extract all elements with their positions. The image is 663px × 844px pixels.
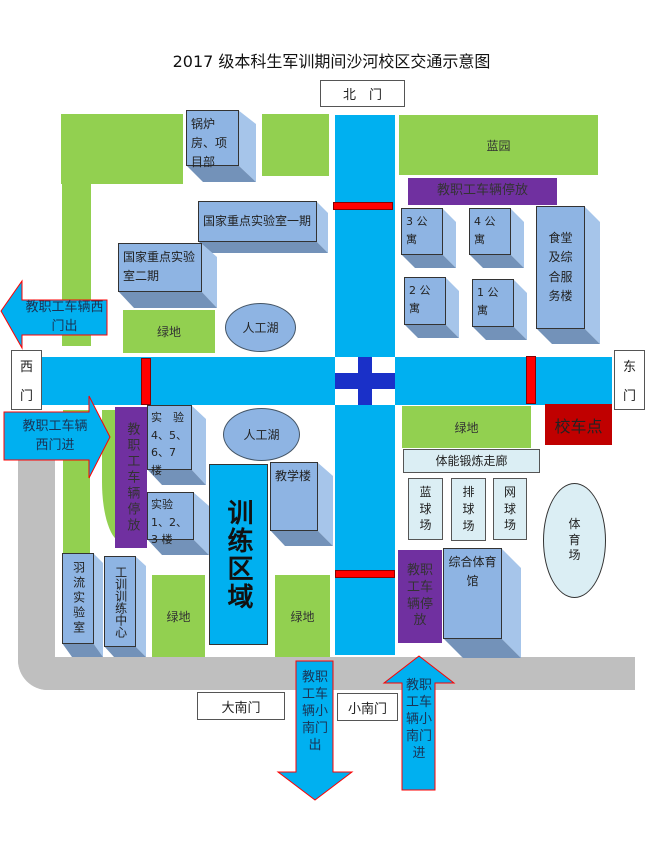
basketball-court: 蓝球场 bbox=[408, 478, 443, 540]
parking-west: 教职工车辆停放 bbox=[115, 407, 147, 548]
training-center-label: 工训训练中心 bbox=[104, 556, 136, 647]
barrier-north bbox=[333, 202, 393, 210]
green-area: 绿地 bbox=[402, 406, 531, 448]
apartment-1-label: 1 公寓 bbox=[472, 279, 514, 327]
apartment-4-label: 4 公寓 bbox=[469, 208, 511, 255]
west-exit-label: 教职工车辆西门出 bbox=[25, 300, 104, 334]
parking-south: 教职工车辆停放 bbox=[398, 550, 442, 643]
perimeter-road-west bbox=[18, 425, 55, 690]
apartment-3-label: 3 公寓 bbox=[401, 208, 443, 255]
apartment-2: 2 公寓 bbox=[404, 277, 459, 338]
south-exit-label: 教职工车辆小南门出 bbox=[301, 670, 328, 753]
tennis-court: 网球场 bbox=[493, 478, 527, 540]
gymnasium-label: 综合体育馆 bbox=[443, 548, 502, 639]
badminton-lab-building: 羽流实验室 bbox=[62, 553, 103, 657]
volleyball-court: 排球场 bbox=[451, 478, 486, 541]
training-center-building: 工训训练中心 bbox=[104, 556, 146, 657]
teaching-label: 教学楼 bbox=[270, 462, 318, 531]
apartment-2-label: 2 公寓 bbox=[404, 277, 446, 325]
badminton-lab-label: 羽流实验室 bbox=[62, 553, 94, 644]
green-area bbox=[262, 114, 329, 176]
east-gate-label: 东 bbox=[622, 360, 636, 375]
lab-123-label: 实验 1、2、3 楼 bbox=[147, 492, 194, 546]
west-gate: 西门 bbox=[11, 350, 42, 410]
west-exit-arrow bbox=[0, 279, 108, 350]
lab-4567-building: 实 验 4、5、6、7 楼 bbox=[147, 405, 206, 485]
lab-4567-label: 实 验 4、5、6、7 楼 bbox=[147, 405, 192, 477]
lab-phase1-building: 国家重点实验室一期 bbox=[198, 201, 328, 253]
stadium: 体育场 bbox=[543, 483, 606, 598]
lanyuan: 蓝园 bbox=[399, 115, 598, 175]
west-entry-label: 教职工车辆西门进 bbox=[22, 419, 88, 453]
gymnasium-building: 综合体育馆 bbox=[443, 548, 521, 658]
fitness-corridor: 体能锻炼走廊 bbox=[403, 449, 540, 473]
south-entry-arrow bbox=[382, 655, 456, 791]
canteen-label: 食堂及综合服务楼 bbox=[536, 206, 585, 329]
main-road-east-west bbox=[42, 357, 612, 405]
west-entry-arrow bbox=[3, 395, 111, 479]
lab-phase1-label: 国家重点实验室一期 bbox=[198, 201, 317, 242]
green-area: 绿地 bbox=[152, 575, 205, 657]
small-south-gate: 小南门 bbox=[337, 693, 398, 721]
bus-stop: 校车点 bbox=[545, 404, 612, 445]
west-gate-label-2: 门 bbox=[19, 389, 33, 404]
crossroad bbox=[335, 357, 395, 405]
lab-phase2-building: 国家重点实验室二期 bbox=[118, 243, 217, 308]
north-gate: 北 门 bbox=[320, 80, 405, 107]
east-gate: 东门 bbox=[614, 350, 645, 410]
barrier-south bbox=[335, 570, 395, 578]
south-exit-arrow bbox=[276, 660, 354, 801]
apartment-3: 3 公寓 bbox=[401, 208, 456, 268]
teaching-building: 教学楼 bbox=[270, 462, 333, 546]
apartment-1: 1 公寓 bbox=[472, 279, 527, 340]
green-area: 绿地 bbox=[123, 310, 215, 353]
boiler-room-building: 锅炉房、项目部 bbox=[186, 110, 256, 182]
lab-phase2-label: 国家重点实验室二期 bbox=[118, 243, 202, 292]
training-zone: 训练区域 bbox=[209, 464, 268, 645]
big-south-gate: 大南门 bbox=[197, 692, 285, 720]
artificial-lake-north: 人工湖 bbox=[225, 303, 296, 352]
east-gate-label-2: 门 bbox=[622, 389, 636, 404]
south-entry-label: 教职工车辆小南门进 bbox=[405, 678, 432, 761]
barrier-west bbox=[141, 358, 151, 405]
boiler-room-label: 锅炉房、项目部 bbox=[186, 110, 239, 169]
artificial-lake-south: 人工湖 bbox=[223, 408, 300, 461]
canteen-building: 食堂及综合服务楼 bbox=[536, 206, 600, 344]
west-gate-label: 西 bbox=[19, 360, 33, 375]
lab-123-building: 实验 1、2、3 楼 bbox=[147, 492, 209, 555]
cross-icon-vertical bbox=[358, 357, 372, 405]
map-title: 2017 级本科生军训期间沙河校区交通示意图 bbox=[172, 52, 491, 71]
apartment-4: 4 公寓 bbox=[469, 208, 524, 268]
barrier-east bbox=[526, 356, 536, 404]
parking-north: 教职工车辆停放 bbox=[408, 178, 557, 205]
green-area: 绿地 bbox=[275, 575, 330, 657]
